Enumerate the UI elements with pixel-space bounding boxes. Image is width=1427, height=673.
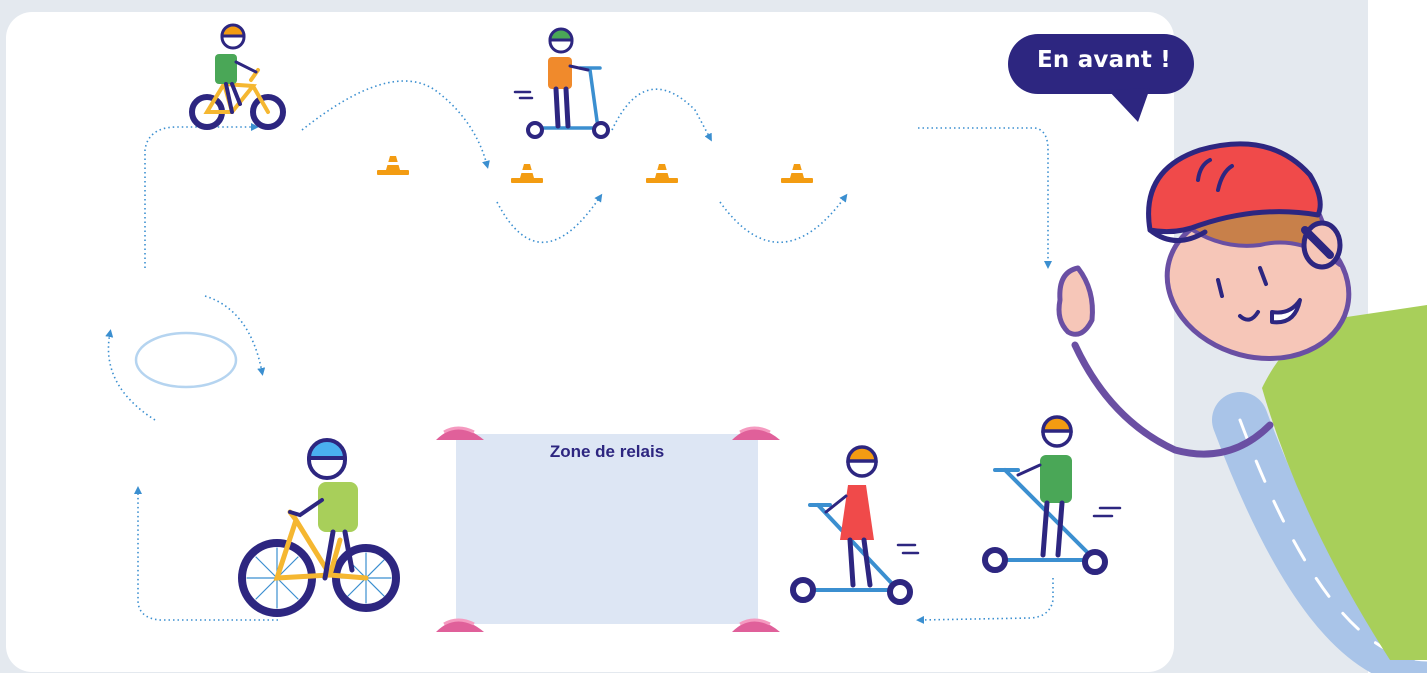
- marker-disc-icon: [732, 618, 780, 632]
- helmet-icon: [1041, 415, 1073, 433]
- helmet-icon: [306, 438, 348, 460]
- scooter-rider-green: [982, 415, 1122, 575]
- speech-bubble: [1008, 34, 1194, 122]
- relay-zone-label: Zone de relais: [549, 442, 665, 461]
- path-arc-3: [611, 88, 712, 142]
- helmet-icon: [548, 27, 574, 42]
- scooter-rider-red: [790, 445, 920, 605]
- path-segment-bottom-left: [134, 486, 278, 621]
- scooter-rider-small: [513, 27, 610, 139]
- path-arc-2: [496, 193, 603, 243]
- cyclist-small: [189, 23, 286, 130]
- relay-zone: [456, 434, 758, 624]
- helmet-icon: [1146, 141, 1323, 235]
- traffic-cone-icon: [511, 164, 543, 183]
- marker-disc-icon: [436, 618, 484, 632]
- mascot: [1056, 141, 1427, 673]
- path-segment-bottom-right: [916, 578, 1054, 624]
- helmet-icon: [220, 23, 246, 38]
- loop-arrow-right: [204, 295, 266, 376]
- path-segment-start: [144, 123, 259, 268]
- marker-disc-icon: [436, 426, 484, 440]
- path-arc-4: [719, 193, 848, 244]
- traffic-cone-icon: [377, 156, 409, 175]
- cyclist-large: [238, 438, 400, 617]
- turn-circle: [134, 331, 238, 389]
- speech-bubble-text: En avant !: [1037, 47, 1171, 73]
- course-path: [105, 80, 1054, 624]
- marker-disc-icon: [732, 426, 780, 440]
- helmet-icon: [846, 445, 878, 463]
- traffic-cone-icon: [646, 164, 678, 183]
- path-segment-right: [918, 127, 1052, 269]
- path-arc-1: [301, 80, 490, 169]
- traffic-cone-icon: [781, 164, 813, 183]
